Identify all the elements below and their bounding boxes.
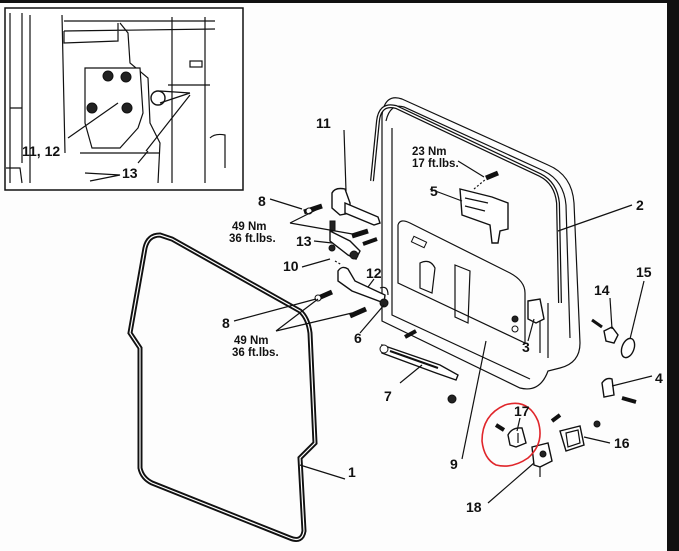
leader-lines [233, 129, 653, 504]
inset-label-13: 13 [122, 165, 138, 181]
door-rod-7 [379, 329, 459, 404]
striker-plate-17 [494, 413, 562, 448]
inset-bolt-icon [121, 102, 133, 114]
torque-nm: 49 Nm [234, 335, 269, 347]
inset-label-11-12: 11, 12 [22, 143, 60, 159]
lower-hinge-bolts [314, 289, 368, 319]
inset-bolt-icon [120, 71, 132, 83]
callout-8-upper: 8 [258, 193, 266, 209]
callout-12: 12 [366, 265, 382, 281]
highlight-circle-17 [481, 402, 541, 467]
callout-2: 2 [636, 197, 644, 213]
callout-4: 4 [655, 370, 663, 386]
callout-3: 3 [522, 339, 530, 355]
diagram-canvas: 11, 12 13 [0, 3, 667, 551]
torque-ftlbs: 36 ft.lbs. [229, 233, 276, 245]
body-seal-1 [127, 232, 318, 542]
callout-5: 5 [430, 183, 438, 199]
callout-11: 11 [316, 115, 331, 131]
callout-10: 10 [283, 258, 299, 274]
exploded-view-diagram: 11, 12 13 [4, 7, 663, 542]
torque-spec-check-strap: 23 Nm 17 ft.lbs. [412, 146, 459, 170]
callout-17: 17 [514, 403, 530, 419]
callout-6: 6 [354, 330, 362, 346]
inset-bolt-icon [102, 70, 114, 82]
callout-7: 7 [384, 388, 392, 404]
callout-1: 1 [348, 464, 356, 480]
inset-detail-view: 11, 12 13 [4, 7, 244, 191]
bumper-4 [601, 377, 637, 404]
torque-spec-lower-hinge: 49 Nm 36 ft.lbs. [232, 335, 279, 359]
striker-3 [511, 298, 545, 333]
torque-nm: 49 Nm [232, 221, 267, 233]
stopper-15 [620, 337, 636, 359]
door-weatherstrip-2 [370, 104, 562, 304]
callout-13: 13 [296, 233, 312, 249]
upper-hinge-11 [329, 187, 381, 260]
torque-nm: 23 Nm [412, 146, 447, 158]
callout-8-lower: 8 [222, 315, 230, 331]
torque-ftlbs: 36 ft.lbs. [232, 347, 279, 359]
check-strap-5 [459, 170, 509, 244]
callout-15: 15 [636, 264, 652, 280]
latch-base-18 [531, 442, 553, 477]
torque-ftlbs: 17 ft.lbs. [412, 158, 459, 170]
latch-16 [559, 420, 601, 452]
callout-9: 9 [450, 456, 458, 472]
callout-18: 18 [466, 499, 482, 515]
callout-14: 14 [594, 282, 610, 298]
torque-spec-upper-hinge: 49 Nm 36 ft.lbs. [229, 221, 276, 245]
bumper-14 [591, 318, 619, 344]
callout-16: 16 [614, 435, 630, 451]
inset-bolt-icon [86, 102, 98, 114]
lower-hinge-12 [337, 266, 389, 308]
door-panel [381, 97, 581, 390]
